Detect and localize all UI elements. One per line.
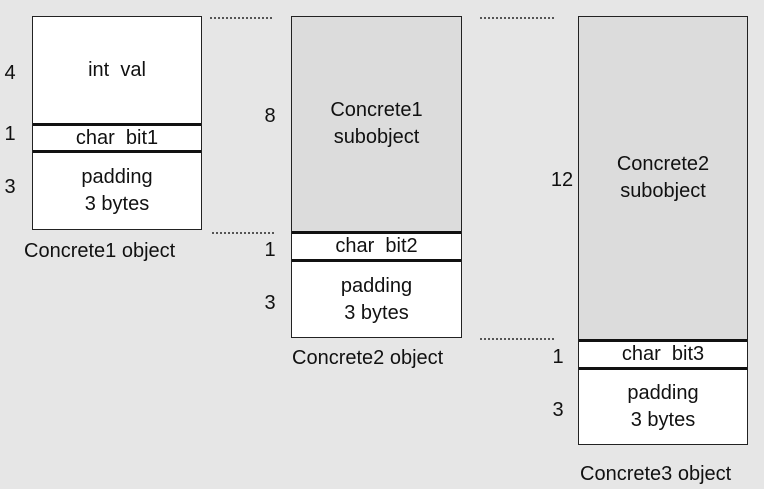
field-sublabel: 3 bytes — [630, 409, 696, 431]
connector-top-1 — [210, 17, 272, 19]
concrete1-size-val: 4 — [4, 62, 16, 84]
concrete2-object-block: Concrete1 subobject char bit2 padding 3 … — [291, 16, 462, 338]
concrete3-size-padding: 3 — [552, 399, 564, 421]
concrete1-size-bit1: 1 — [4, 123, 16, 145]
field-label: char bit1 — [75, 126, 159, 149]
concrete1-char-bit1-field: char bit1 — [33, 123, 201, 150]
concrete1-caption: Concrete1 object — [24, 240, 176, 262]
field-label: Concrete1 — [330, 99, 423, 121]
field-sublabel: subobject — [333, 126, 420, 148]
concrete3-size-subobject: 12 — [550, 169, 574, 191]
connector-bottom-2 — [480, 338, 554, 340]
concrete2-concrete1-subobject: Concrete1 subobject — [292, 17, 461, 231]
concrete1-size-padding: 3 — [4, 176, 16, 198]
concrete1-int-val-field: int val — [33, 17, 201, 123]
connector-top-2 — [480, 17, 554, 19]
concrete2-char-bit2-field: char bit2 — [292, 231, 461, 259]
field-label: padding — [627, 382, 699, 404]
concrete2-size-bit2: 1 — [264, 239, 276, 261]
concrete3-size-bit3: 1 — [552, 346, 564, 368]
field-label: padding — [340, 274, 413, 297]
field-label: char bit2 — [335, 235, 418, 257]
field-label: Concrete2 — [616, 153, 710, 175]
field-label: char bit3 — [621, 343, 705, 365]
field-sublabel: subobject — [620, 180, 706, 202]
field-label: int val — [88, 59, 146, 81]
connector-bottom-1 — [212, 232, 274, 234]
field-label: padding — [81, 166, 153, 188]
concrete3-char-bit3-field: char bit3 — [579, 339, 747, 367]
field-sublabel: 3 bytes — [84, 193, 150, 215]
concrete3-object-block: Concrete2 subobject char bit3 padding 3 … — [578, 16, 748, 445]
concrete2-caption: Concrete2 object — [292, 347, 444, 369]
concrete1-object-block: int val char bit1 padding 3 bytes — [32, 16, 202, 230]
field-sublabel: 3 bytes — [344, 301, 409, 324]
concrete1-padding-field: padding 3 bytes — [33, 150, 201, 229]
concrete3-concrete2-subobject: Concrete2 subobject — [579, 17, 747, 339]
concrete2-size-padding: 3 — [264, 292, 276, 314]
concrete2-padding-field: padding 3 bytes — [292, 259, 461, 337]
concrete3-caption: Concrete3 object — [580, 463, 732, 485]
concrete2-size-subobject: 8 — [264, 105, 276, 127]
concrete3-padding-field: padding 3 bytes — [579, 367, 747, 444]
